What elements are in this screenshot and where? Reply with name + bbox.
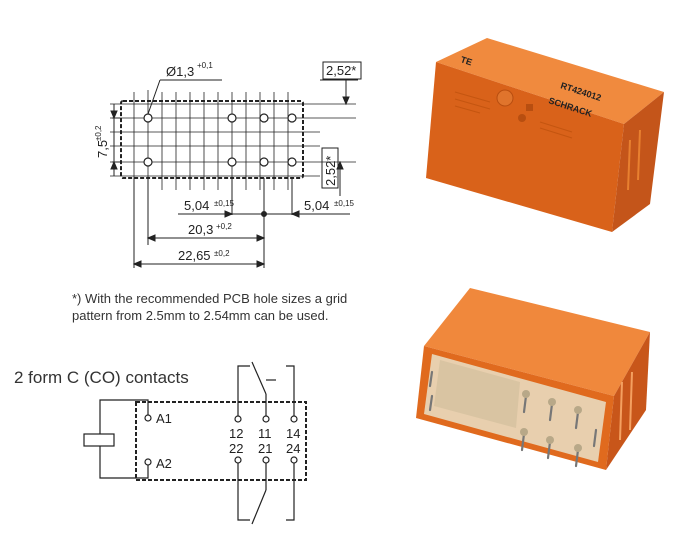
- pcb-footprint-drawing: [110, 61, 362, 268]
- hole-diameter-tol: +0,1: [197, 61, 213, 70]
- pin-label-24: 24: [286, 441, 300, 456]
- pcb-grid-note: *) With the recommended PCB hole sizes a…: [72, 290, 402, 324]
- grid-side-label: 2,52*: [323, 156, 338, 186]
- row-spacing-tol: ±0,2: [94, 125, 103, 141]
- footprint-outline: [120, 100, 304, 179]
- pin-label-12: 12: [229, 426, 243, 441]
- span-tol: +0,2: [216, 222, 232, 231]
- hole: [287, 113, 297, 123]
- coil-symbol: [83, 433, 115, 447]
- note-line-2: pattern from 2.5mm to 2.54mm can be used…: [72, 308, 329, 323]
- overall-label: 22,65: [178, 248, 211, 263]
- schematic-labels: A1 A2 12 11 14 22 21 24: [156, 411, 300, 471]
- hole: [287, 157, 297, 167]
- footprint-labels: Ø1,3 +0,1 2,52* 2,52* 7,5 ±0,2 5,04 ±0,1…: [94, 61, 356, 263]
- note-line-1: *) With the recommended PCB hole sizes a…: [72, 291, 348, 306]
- grid-vertical-lines: [133, 90, 289, 190]
- pin-label-11: 11: [258, 426, 272, 441]
- hole: [227, 157, 237, 167]
- relay-brand-mark: TE: [459, 54, 473, 67]
- left-pitch-tol: ±0,15: [214, 199, 235, 208]
- relay-photo-top: TE RT424012 SCHRACK: [426, 38, 664, 232]
- hole: [259, 113, 269, 123]
- row-spacing-label-group: 7,5 ±0,2: [94, 125, 110, 158]
- span-label: 20,3: [188, 222, 213, 237]
- row-spacing-label: 7,5: [95, 140, 110, 158]
- schematic-title: 2 form C (CO) contacts: [14, 368, 189, 387]
- pin-label-14: 14: [286, 426, 300, 441]
- hole-diameter-label: Ø1,3: [166, 64, 194, 79]
- grid-top-label: 2,52*: [326, 63, 356, 78]
- right-pitch-tol: ±0,15: [334, 199, 355, 208]
- coil-label-a2: A2: [156, 456, 172, 471]
- left-pitch-label: 5,04: [184, 198, 209, 213]
- relay-photo-bottom: [416, 288, 650, 470]
- coil-label-a1: A1: [156, 411, 172, 426]
- hole: [143, 113, 153, 123]
- hole: [259, 157, 269, 167]
- hole: [227, 113, 237, 123]
- contact-schematic: [83, 361, 307, 525]
- pin-label-22: 22: [229, 441, 243, 456]
- pcb-holes: [143, 113, 297, 167]
- right-pitch-label: 5,04: [304, 198, 329, 213]
- pin-label-21: 21: [258, 441, 272, 456]
- overall-tol: ±0,2: [214, 249, 230, 258]
- relay-outline-dashed: [135, 401, 307, 481]
- hole: [143, 157, 153, 167]
